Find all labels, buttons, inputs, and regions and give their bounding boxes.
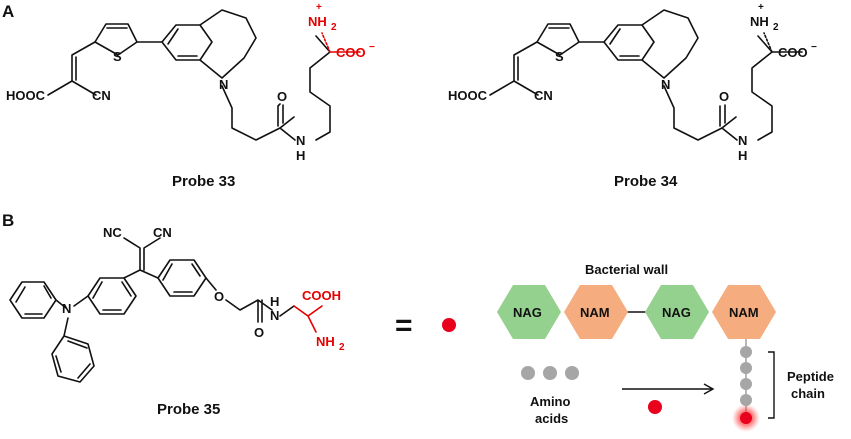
probe-33-minus: − (369, 42, 375, 53)
amino-acid-dot-2 (543, 366, 557, 380)
probe-33-atom-cn: CN (92, 88, 111, 103)
peptide-bead-2 (740, 362, 752, 374)
bacterial-wall-title: Bacterial wall (585, 262, 668, 277)
probe-34-atom-coo: COO (778, 45, 808, 60)
probe-34-atom-s: S (555, 49, 564, 64)
probe-34-structure (489, 9, 803, 141)
svg-text:NAM: NAM (580, 305, 610, 320)
probe-33-label: Probe 33 (172, 173, 235, 190)
arrow-probe-dot (648, 400, 662, 414)
probe-34-label: Probe 34 (614, 173, 678, 190)
peptide-labeled-bead (740, 412, 752, 424)
hexagon-nag-2: NAG (645, 285, 709, 339)
probe-35-atom-nc: NC (103, 225, 122, 240)
hexagon-nam-2: NAM (712, 285, 776, 339)
probe-34-atom-hooc: HOOC (448, 88, 488, 103)
probe-35-atom-nh-n: N (270, 308, 279, 323)
hexagon-nag-1: NAG (497, 285, 561, 339)
peptide-label-line-2: chain (791, 386, 825, 401)
peptide-bead-4 (740, 394, 752, 406)
probe-35-structure (9, 237, 323, 383)
probe-34-atom-nh-n: N (738, 133, 747, 148)
amino-acid-dot-1 (521, 366, 535, 380)
svg-text:NAM: NAM (729, 305, 759, 320)
probe-34-plus: + (758, 2, 764, 13)
probe-33-plus: + (316, 2, 322, 13)
probe-33-atom-s: S (113, 49, 122, 64)
probe-33-atom-nh-h: H (296, 148, 305, 163)
panel-letter-a: A (2, 2, 14, 21)
probe-33-atom-nh2: NH (308, 14, 327, 29)
probe-34-atom-cn: CN (534, 88, 553, 103)
probe-35-atom-nh2: NH (316, 334, 335, 349)
probe-34-atom-o: O (719, 89, 729, 104)
process-arrowhead (703, 383, 715, 395)
probe-34-minus: − (811, 42, 817, 53)
probe-33-atom-nh-n: N (296, 133, 305, 148)
peptide-bead-1 (740, 346, 752, 358)
probe-35-atom-n: N (62, 301, 71, 316)
svg-text:NAG: NAG (662, 305, 691, 320)
probe-35-atom-cooh: COOH (302, 288, 341, 303)
probe-35-atom-cn: CN (153, 225, 172, 240)
probe-34-atom-nh2: NH (750, 14, 769, 29)
probe-35-atom-o2: O (254, 325, 264, 340)
amino-label-line-2: acids (535, 411, 568, 426)
probe-33-atom-hooc: HOOC (6, 88, 46, 103)
probe-34-atom-n: N (661, 77, 670, 92)
probe-33-atom-coo: COO (336, 45, 366, 60)
amino-label-line-1: Amino (530, 394, 571, 409)
probe-35-nh2-subscript: 2 (339, 342, 345, 353)
probe-34-atom-nh-h: H (738, 148, 747, 163)
probe-35-label: Probe 35 (157, 401, 220, 418)
svg-text:NAG: NAG (513, 305, 542, 320)
probe-33-nh2-subscript: 2 (331, 22, 337, 33)
probe-34-nh2-subscript: 2 (773, 22, 779, 33)
probe-35-atom-nh-h: H (270, 294, 279, 309)
equals-sign: = (395, 309, 413, 342)
peptide-bracket (768, 351, 775, 419)
peptide-label-line-1: Peptide (787, 369, 834, 384)
probe-35-atom-o: O (214, 289, 224, 304)
panel-letter-b: B (2, 211, 14, 230)
amino-acid-dot-3 (565, 366, 579, 380)
hexagon-nam-1: NAM (564, 285, 628, 339)
peptide-bead-3 (740, 378, 752, 390)
probe-33-atom-o: O (277, 89, 287, 104)
probe-33-atom-n: N (219, 77, 228, 92)
probe-dot (442, 318, 456, 332)
probe-33-structure (47, 9, 361, 141)
